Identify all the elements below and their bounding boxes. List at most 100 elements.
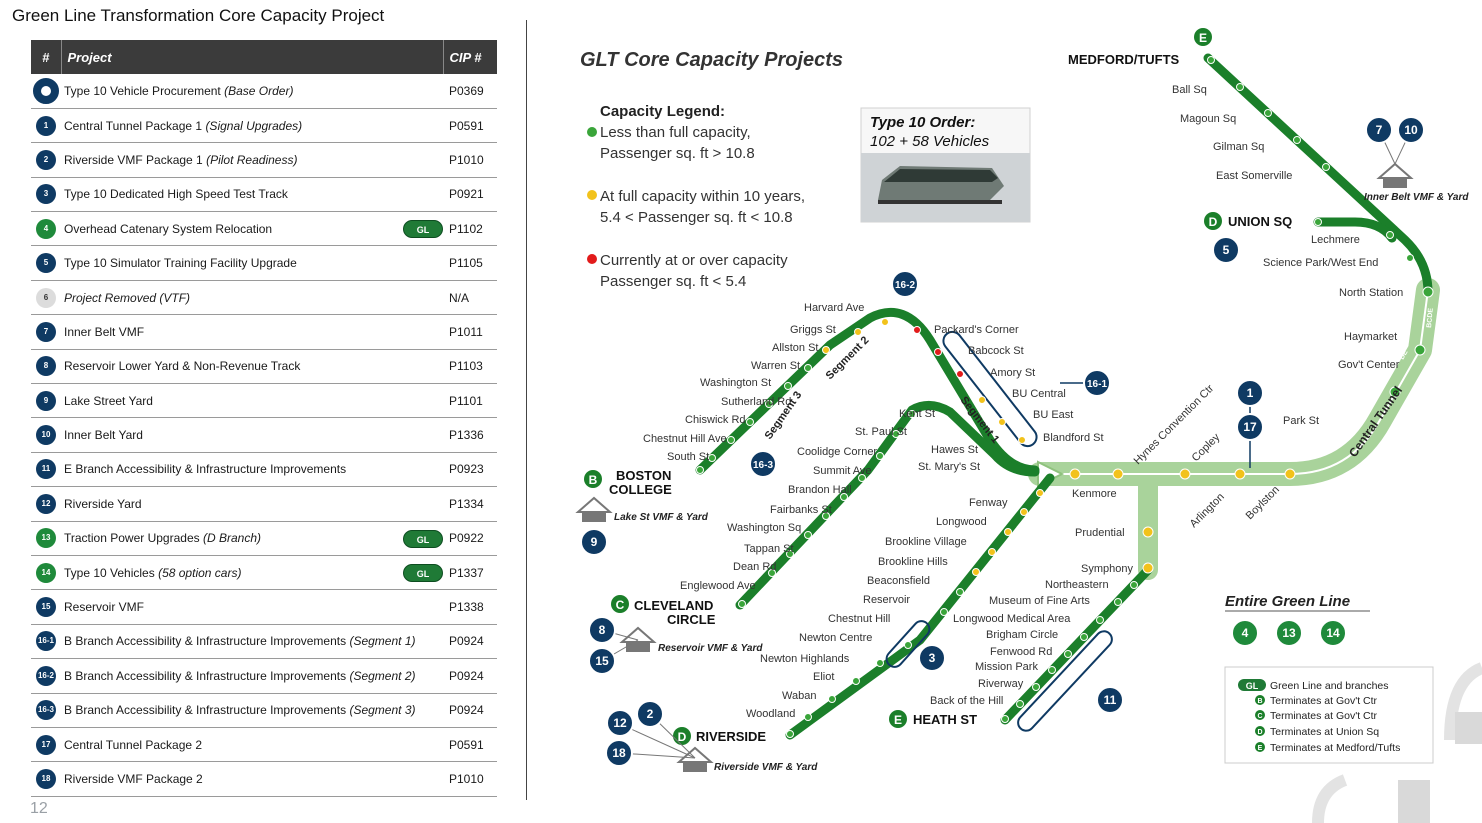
key-c-label: Terminates at Gov't Ctr (1270, 710, 1378, 722)
gl-badge: GL (403, 529, 443, 548)
project-name: Riverside VMF Package 2 (64, 772, 203, 786)
marker-9: 9 (591, 535, 598, 549)
project-name: Riverside VMF Package 1 (64, 152, 203, 167)
branch-d-union-letter: D (1209, 215, 1218, 229)
station-chestnut-hill-ave: Chestnut Hill Ave (643, 433, 727, 445)
tunnel-letters-bcde: BCDE (1426, 307, 1435, 328)
project-number-cell: 16-2 (31, 658, 61, 694)
project-name: B Branch Accessibility & Infrastructure … (64, 703, 347, 718)
termini: E MEDFORD/TUFTS D UNION SQ B BOSTON COLL… (584, 28, 1292, 745)
project-number-badge: 14 (36, 562, 56, 583)
project-number-badge: 1 (36, 115, 56, 136)
key-b-letter: B (1257, 698, 1262, 705)
station-brandon: Brandon Hall (788, 484, 852, 496)
marker-16-1-circle (1083, 369, 1111, 397)
cip-number: P0924 (443, 624, 497, 660)
corner-logo-decoration (1312, 662, 1482, 823)
entire-line-title: Entire Green Line (1225, 593, 1350, 610)
e-branch-outline (1017, 630, 1113, 732)
table-row: 16-1 B Branch Accessibility & Infrastruct… (31, 624, 497, 660)
station-washington-st: Washington St (700, 377, 771, 389)
project-number-badge: 7 (36, 321, 56, 342)
medford-branch (1203, 53, 1433, 297)
project-detail: (Segment 1) (349, 634, 416, 649)
station-ball-sq: Ball Sq (1172, 84, 1207, 96)
project-name-cell: Traction Power Upgrades (D Branch)GL (61, 521, 443, 556)
marker-5: 5 (1223, 243, 1230, 257)
cip-number: P0923 (443, 452, 497, 488)
marker-15: 15 (595, 654, 609, 668)
branch-c-badge (611, 595, 629, 613)
station-magoun-sq: Magoun Sq (1180, 113, 1236, 125)
project-name: Riverside Yard (64, 496, 142, 511)
station-sutherland: Sutherland Rd (721, 396, 791, 408)
legend-dot-green (587, 127, 597, 137)
project-number-cell: 14 (31, 555, 61, 591)
project-name: Reservoir VMF (64, 600, 145, 615)
type10-subtitle: 102 + 58 Vehicles (870, 133, 990, 150)
project-name-cell: Type 10 Vehicle Procurement (Base Order) (61, 74, 443, 109)
project-number-cell: 18 (31, 761, 61, 797)
station-longwood: Longwood (936, 516, 987, 528)
project-name: Overhead Catenary System Relocation (64, 221, 273, 236)
terminus-cc-1: CLEVELAND (634, 598, 713, 613)
station-woodland: Woodland (746, 708, 795, 720)
cip-number: P0591 (443, 108, 497, 144)
entire-project-14: 14 (1326, 626, 1340, 640)
branch-e-badge (889, 710, 907, 728)
marker-8-circle (588, 616, 616, 644)
project-number-badge: 16-1 (36, 631, 56, 652)
project-number-cell: 2 (31, 142, 61, 178)
entire-green-line: Entire Green Line 4 13 14 (1225, 593, 1370, 647)
legend-dot-red (587, 254, 597, 264)
project-markers: 7 10 5 16-2 16-1 16-3 1 17 9 8 15 3 11 1… (580, 116, 1425, 767)
station-back-of-hill: Back of the Hill (930, 695, 1003, 707)
project-name: Type 10 Vehicles (64, 565, 155, 580)
project-number-cell: 1 (31, 108, 61, 144)
project-number-cell: 15 (31, 589, 61, 625)
station-brookline-village: Brookline Village (885, 536, 967, 548)
project-detail: (Pilot Readiness) (206, 152, 298, 167)
station-harvard-ave: Harvard Ave (804, 302, 864, 314)
project-name-cell: Lake Street Yard (61, 383, 443, 419)
marker-16-3: 16-3 (753, 460, 773, 471)
project-name-cell: Project Removed (VTF) (61, 280, 443, 316)
project-number-cell: 7 (31, 314, 61, 350)
station-allston: Allston St (772, 342, 818, 354)
project-name-cell: Type 10 Simulator Training Facility Upgr… (61, 245, 443, 281)
marker-16-2-circle (891, 270, 919, 298)
station-waban: Waban (782, 690, 816, 702)
station-reservoir: Reservoir (863, 594, 910, 606)
project-name-cell: Riverside VMF Package 1 (Pilot Readiness… (61, 142, 443, 178)
project-number-badge: 6 (36, 287, 56, 308)
key-e-label: Terminates at Medford/Tufts (1270, 742, 1400, 754)
station-dean: Dean Rd (733, 561, 776, 573)
key-d-label: Terminates at Union Sq (1270, 726, 1379, 738)
project-name-cell: B Branch Accessibility & Infrastructure … (61, 693, 443, 728)
test-track-outline (885, 620, 931, 668)
project-name: B Branch Accessibility & Infrastructure … (64, 634, 347, 649)
project-rows: Type 10 Vehicle Procurement (Base Order)… (31, 74, 497, 797)
c-branch (735, 401, 1040, 610)
station-kenmore: Kenmore (1072, 488, 1117, 500)
station-symphony: Symphony (1081, 563, 1133, 575)
project-name-cell: B Branch Accessibility & Infrastructure … (61, 658, 443, 694)
cip-number: P1103 (443, 349, 497, 385)
marker-12: 12 (613, 716, 627, 730)
key-c-circle (1255, 710, 1265, 720)
tunnel-letters-de: DE (1399, 349, 1410, 361)
yard-lake-label: Lake St VMF & Yard (614, 512, 709, 523)
project-name: B Branch Accessibility & Infrastructure … (64, 668, 347, 683)
yard-inner-belt-label: Inner Belt VMF & Yard (1364, 192, 1469, 203)
cip-number: P1011 (443, 314, 497, 350)
cip-number: P1010 (443, 761, 497, 797)
marker-15-circle (588, 647, 616, 675)
project-detail: (Base Order) (224, 83, 294, 98)
